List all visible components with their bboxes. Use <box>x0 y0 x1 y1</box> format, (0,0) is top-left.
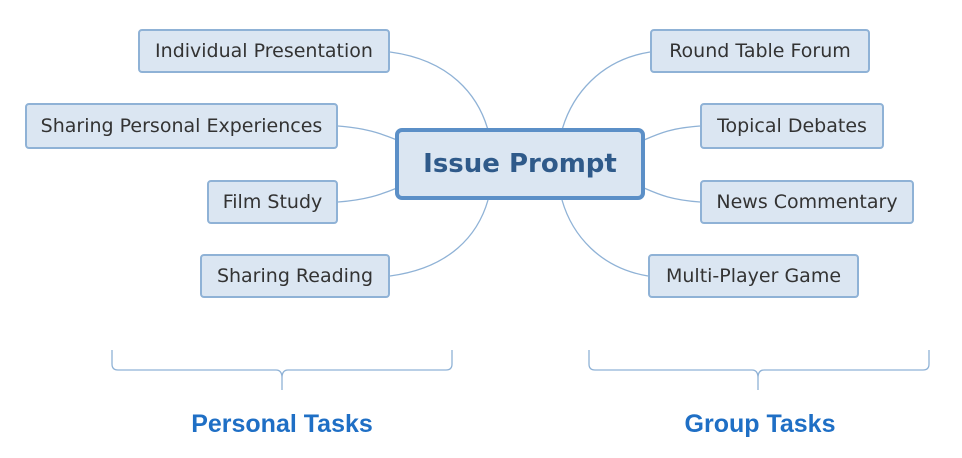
connector-news-commentary <box>643 187 701 203</box>
node-multi-player-game: Multi-Player Game <box>648 254 859 298</box>
node-sharing-reading: Sharing Reading <box>200 254 390 298</box>
connector-topical-debates <box>643 125 701 141</box>
connector-sharing-personal-experiences <box>337 125 398 141</box>
central-topic-issue-prompt: Issue Prompt <box>395 128 645 200</box>
node-film-study: Film Study <box>207 180 338 224</box>
connector-sharing-reading <box>389 199 489 277</box>
connector-individual-presentation <box>389 51 489 131</box>
connector-film-study <box>337 187 398 203</box>
connector-round-table-forum <box>561 51 651 131</box>
group-label-personal-tasks: Personal Tasks <box>191 410 373 438</box>
node-news-commentary: News Commentary <box>700 180 914 224</box>
connector-multi-player-game <box>561 199 649 277</box>
node-topical-debates: Topical Debates <box>700 103 884 149</box>
brace-personal-tasks <box>111 350 453 390</box>
node-individual-presentation: Individual Presentation <box>138 29 390 73</box>
node-round-table-forum: Round Table Forum <box>650 29 870 73</box>
group-label-group-tasks: Group Tasks <box>684 410 836 438</box>
brace-group-tasks <box>588 350 930 390</box>
node-sharing-personal-experiences: Sharing Personal Experiences <box>25 103 338 149</box>
